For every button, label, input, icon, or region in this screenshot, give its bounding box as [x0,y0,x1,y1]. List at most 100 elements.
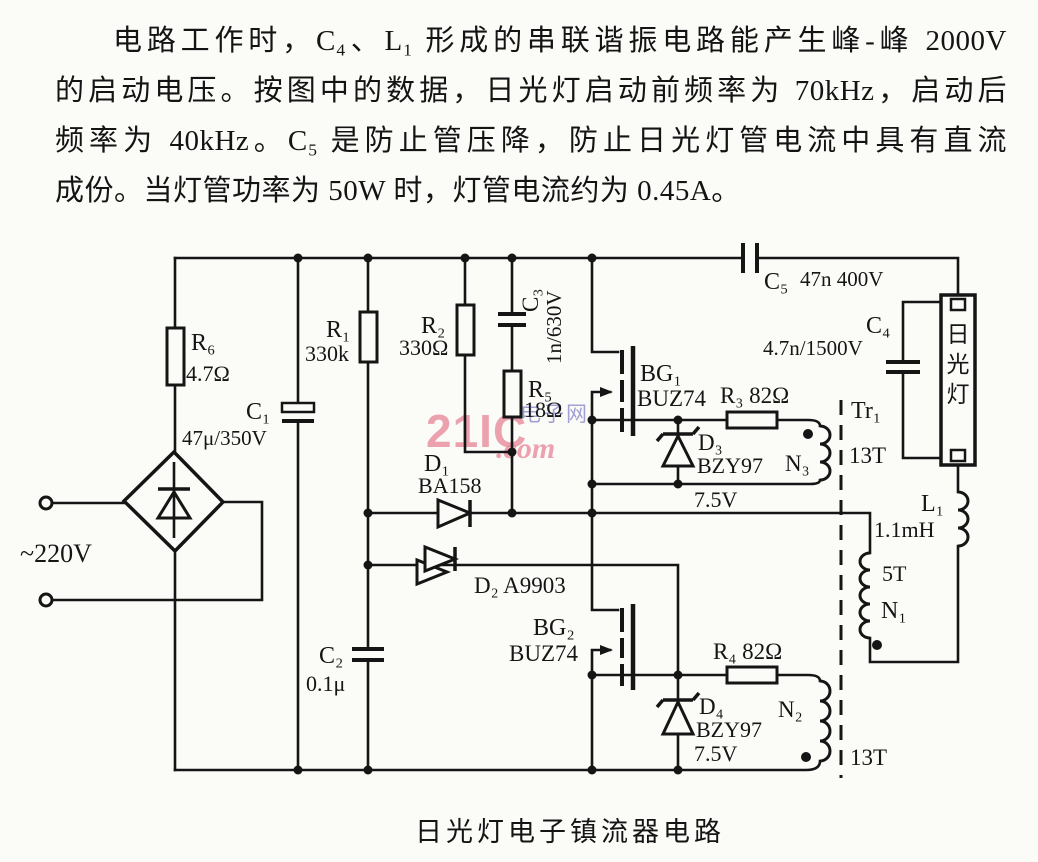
r3-label: R₃ 82Ω [720,383,789,408]
wire-bg2-gate-line [590,673,822,683]
wire-bg1-gate-line [590,418,822,428]
capacitor-c2 [352,647,384,662]
n2-polarity-dot [801,752,811,762]
mosfet-bg2 [600,604,636,690]
n3-label: N₃ [785,451,810,476]
c5-label: C₅ [764,269,788,295]
tr1-label: Tr₁ [851,398,881,424]
bg1-gate-arrow [600,387,613,397]
capacitor-c5 [741,243,759,273]
inductor-l1 [957,490,970,548]
d3-value: BZY97 [697,453,763,478]
r5-value: 18Ω [524,397,562,422]
lamp-filament-bottom [949,448,967,463]
l1-label: L₁ [921,491,944,517]
c4-label: C₄ [866,313,890,339]
lamp-filament-top [949,297,967,312]
bridge-diode-icon [155,489,193,520]
r6-label: R₆ [191,330,215,356]
r1-value: 330k [305,341,349,366]
n1-polarity-dot [872,640,882,650]
wire-bg2-rails [590,511,620,772]
r4-label: R₄ 82Ω [713,639,782,664]
capacitor-c4 [886,360,920,374]
diode-d3-zener [655,425,701,468]
d4-volt: 7.5V [694,741,738,766]
description-paragraph: 电路工作时，C₄、L₁ 形成的串联谐振电路能产生峰-峰 2000V 的启动电压。… [55,16,1007,216]
diode-d1 [436,497,474,530]
mosfet-bg1 [600,346,636,436]
resistor-r2 [455,303,476,357]
capacitor-c3 [498,312,526,327]
bg2-label: BG₂ [533,615,575,641]
d2-label: D₂ A9903 [474,573,566,598]
wire-bg1-rails [590,256,620,515]
t13-bot-label: 13T [850,745,887,770]
lamp-label-char2: 光 [947,352,970,377]
r2-label: R₂ [421,313,445,339]
c1-value: 47μ/350V [182,426,267,450]
wire-n1-bottom [868,544,960,664]
c3-value: 1n/630V [542,291,566,365]
winding-n1 [858,551,871,640]
c1-label: C₁ [246,399,270,425]
wire-bottom-rail [173,759,822,772]
l1-value: 1.1mH [874,517,935,542]
resistor-r3 [725,410,779,430]
bg1-label: BG₁ [640,361,682,387]
wire-bg1-source-line [590,478,822,486]
description-line-2: 的启动电压。按图中的数据，日光灯启动前频率为 70kHz，启动后 [55,75,1007,107]
r6-value: 4.7Ω [186,361,230,386]
description-line-4: 成份。当灯管功率为 50W 时，灯管电流约为 0.45A。 [55,175,741,207]
fluorescent-lamp [939,293,977,467]
winding-n2 [819,679,832,763]
mains-label: ~220V [20,539,92,568]
c2-label: C₂ [319,643,343,669]
d4-value: BZY97 [696,717,762,742]
d4-label: D₄ [699,694,724,719]
bridge-rectifier [121,449,226,554]
bg2-gate-arrow [600,645,613,655]
resistor-r4 [725,665,779,685]
bg1-value: BUZ74 [637,386,707,411]
diode-d2-diac [415,544,460,587]
r5-label: R₅ [528,377,552,403]
d1-label: D₁ [424,451,450,477]
wire-ac-input [51,500,264,602]
t13-top-label: 13T [849,443,886,468]
watermark-dotcom: .com [496,432,556,465]
ac-terminal-bottom [38,592,54,608]
description-line-1: 电路工作时，C₄、L₁ 形成的串联谐振电路能产生峰-峰 2000V [113,25,1007,57]
n1-label: N₁ [881,598,907,624]
figure-caption: 日光灯电子镇流器电路 [415,817,725,847]
wire-r2-column [463,256,514,454]
capacitor-c1-pos-plate [280,401,316,414]
n3-polarity-dot [803,429,813,439]
ac-terminal-top [38,495,54,511]
r2-value: 330Ω [399,335,448,360]
d1-value: BA158 [418,473,482,498]
n2-label: N₂ [778,697,803,722]
c3-label: C₃ [518,289,543,312]
c4-value: 4.7n/1500V [763,336,863,360]
d3-label: D₃ [698,430,723,455]
t5-label: 5T [882,561,907,586]
watermark-cn-text: 电子网 [520,402,589,426]
bg2-value: BUZ74 [509,641,579,666]
r1-label: R₁ [326,317,350,343]
winding-n3 [819,424,832,482]
d3-volt: 7.5V [694,487,738,512]
c2-value: 0.1μ [306,671,345,696]
c5-value: 47n 400V [800,267,883,291]
wire-midline [366,511,872,555]
resistor-r1 [358,310,379,364]
lamp-label-char1: 日 [947,322,970,347]
lamp-label-char3: 灯 [947,382,970,407]
wire-top-rail [173,256,960,297]
diode-d4-zener [655,691,701,736]
wire-lamp-left [901,300,943,460]
resistor-r6 [165,326,186,387]
bridge-diamond [121,449,226,554]
